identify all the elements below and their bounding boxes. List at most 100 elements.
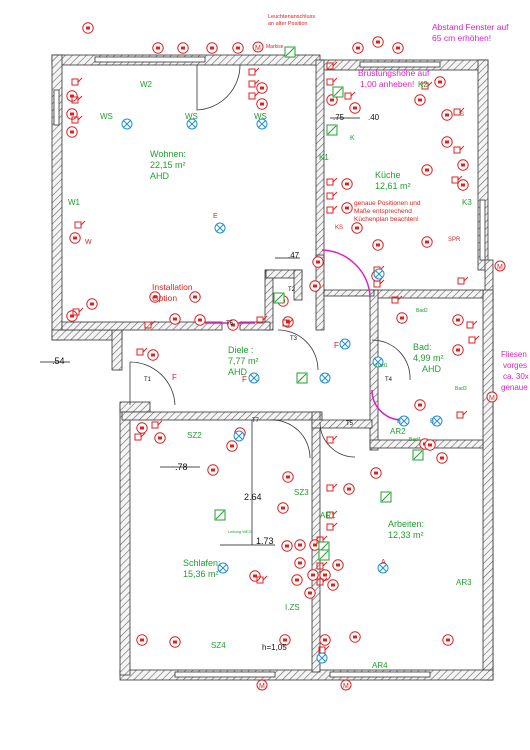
outlet-marker [309, 280, 321, 292]
ceiling-light-icon [248, 372, 260, 384]
wall-socket [326, 510, 338, 519]
wall-socket [256, 315, 268, 324]
wall-socket [72, 307, 84, 316]
outlet-marker [441, 136, 453, 148]
room-kueche-name: Küche [375, 170, 401, 180]
wall-label: T3 [290, 336, 298, 342]
parapet-note-line1: Brüstungshöhe auf [358, 68, 430, 78]
outlet-marker [69, 232, 81, 244]
wall-label: S [460, 112, 464, 118]
wall-label: Bad3 [455, 386, 467, 392]
light-fixtures [121, 46, 443, 664]
wall-socket [134, 432, 146, 441]
wall-socket [344, 91, 356, 100]
dim-040: .40 [368, 113, 380, 122]
outlet-marker [452, 314, 464, 326]
tile-note-line4: genaue [501, 383, 528, 392]
wall-label: AR2 [390, 427, 406, 436]
wall-label: WS [254, 112, 267, 121]
room-schlafen-name: Schlafen: [183, 558, 221, 568]
wall-label: WS [185, 112, 198, 121]
svg-text:M: M [259, 683, 265, 690]
outlet-marker [319, 634, 331, 646]
switch-icon [284, 46, 296, 58]
room-wohnen-ahd: AHD [150, 171, 170, 181]
room-kueche-area: 12,61 m² [375, 181, 411, 191]
wall-label: K3 [462, 198, 472, 207]
dim-078: .78 [175, 462, 188, 472]
motor-marker: M [256, 679, 268, 691]
outlet-marker [421, 236, 433, 248]
outlet-marker [351, 222, 363, 234]
outlet-marker [341, 178, 353, 190]
kitchen-note-line2: Maße entsprechend [354, 208, 412, 215]
wall-socket [391, 295, 403, 304]
ceiling-light-icon [372, 356, 384, 368]
doors [129, 64, 411, 459]
outlet-marker [256, 98, 268, 110]
wall-label: K [350, 135, 355, 142]
outlet-marker [312, 256, 324, 268]
wall-label: B [397, 419, 401, 425]
wall-socket [453, 145, 465, 154]
room-diele-area: 7,77 m² [228, 356, 259, 366]
outlet-marker [189, 291, 201, 303]
window-note-line2: 65 cm erhöhen! [432, 33, 491, 43]
outlet-marker [82, 22, 94, 34]
wall-label: T6 [226, 321, 234, 327]
outlet-marker [396, 312, 408, 324]
outlet-marker [452, 344, 464, 356]
outlet-marker [304, 587, 316, 599]
outlet-marker [169, 636, 181, 648]
room-bad-name: Bad: [413, 342, 432, 352]
wall-socket [74, 220, 86, 229]
dim-075: .75 [333, 113, 345, 122]
svg-text:M: M [255, 45, 261, 52]
dim-173: 1.73 [256, 536, 274, 546]
fixture-note-line1: Leuchtenanschluss [268, 14, 315, 20]
wall-socket [451, 175, 463, 184]
switch-icon [296, 372, 308, 384]
ceiling-light-icon [339, 338, 351, 350]
dim-264: 2.64 [244, 492, 262, 502]
motor-marker: M [340, 679, 352, 691]
outlet-marker [136, 634, 148, 646]
wall-socket [316, 577, 328, 586]
outlet-marker [207, 464, 219, 476]
room-diele-name: Diele : [228, 345, 254, 355]
dim-054: .54 [52, 356, 65, 366]
ceiling-light-icon [398, 415, 410, 427]
parapet-note-line2: 1,00 anheben! [360, 79, 414, 89]
outlet-marker [343, 483, 355, 495]
motor-marker: M [494, 260, 506, 272]
wall-socket [326, 483, 338, 492]
kitchen-note-line1: genaue Positionen und [354, 200, 421, 207]
wall-socket [468, 335, 480, 344]
wall-label: K1 [319, 153, 329, 162]
outlet-marker [169, 313, 181, 325]
wall-label: F [242, 375, 247, 384]
room-schlafen-area: 15,36 m² [183, 569, 219, 579]
outlet-marker [152, 42, 164, 54]
wall-socket [326, 177, 338, 186]
outlet-marker [282, 471, 294, 483]
outlet-marker [136, 422, 148, 434]
wall-socket [248, 67, 260, 76]
wall-label: T5 [346, 421, 354, 427]
outlet-marker [341, 202, 353, 214]
wall-label: AR3 [456, 578, 472, 587]
wall-label: AR4 [372, 661, 388, 670]
wall-label: SZ2 [187, 431, 202, 440]
wall-label: E [213, 213, 218, 220]
outlet-marker [249, 570, 261, 582]
tile-note-line3: ca. 30x [503, 372, 529, 381]
installation-note-line1: Installation [152, 282, 193, 292]
switch-icon [214, 509, 226, 521]
room-wohnen-area: 22,15 m² [150, 160, 186, 170]
switch-icon [326, 124, 338, 136]
marker-mw-label: Markise [266, 44, 284, 50]
light-label: Leitung WEG [228, 529, 252, 534]
outlet-marker [291, 574, 303, 586]
